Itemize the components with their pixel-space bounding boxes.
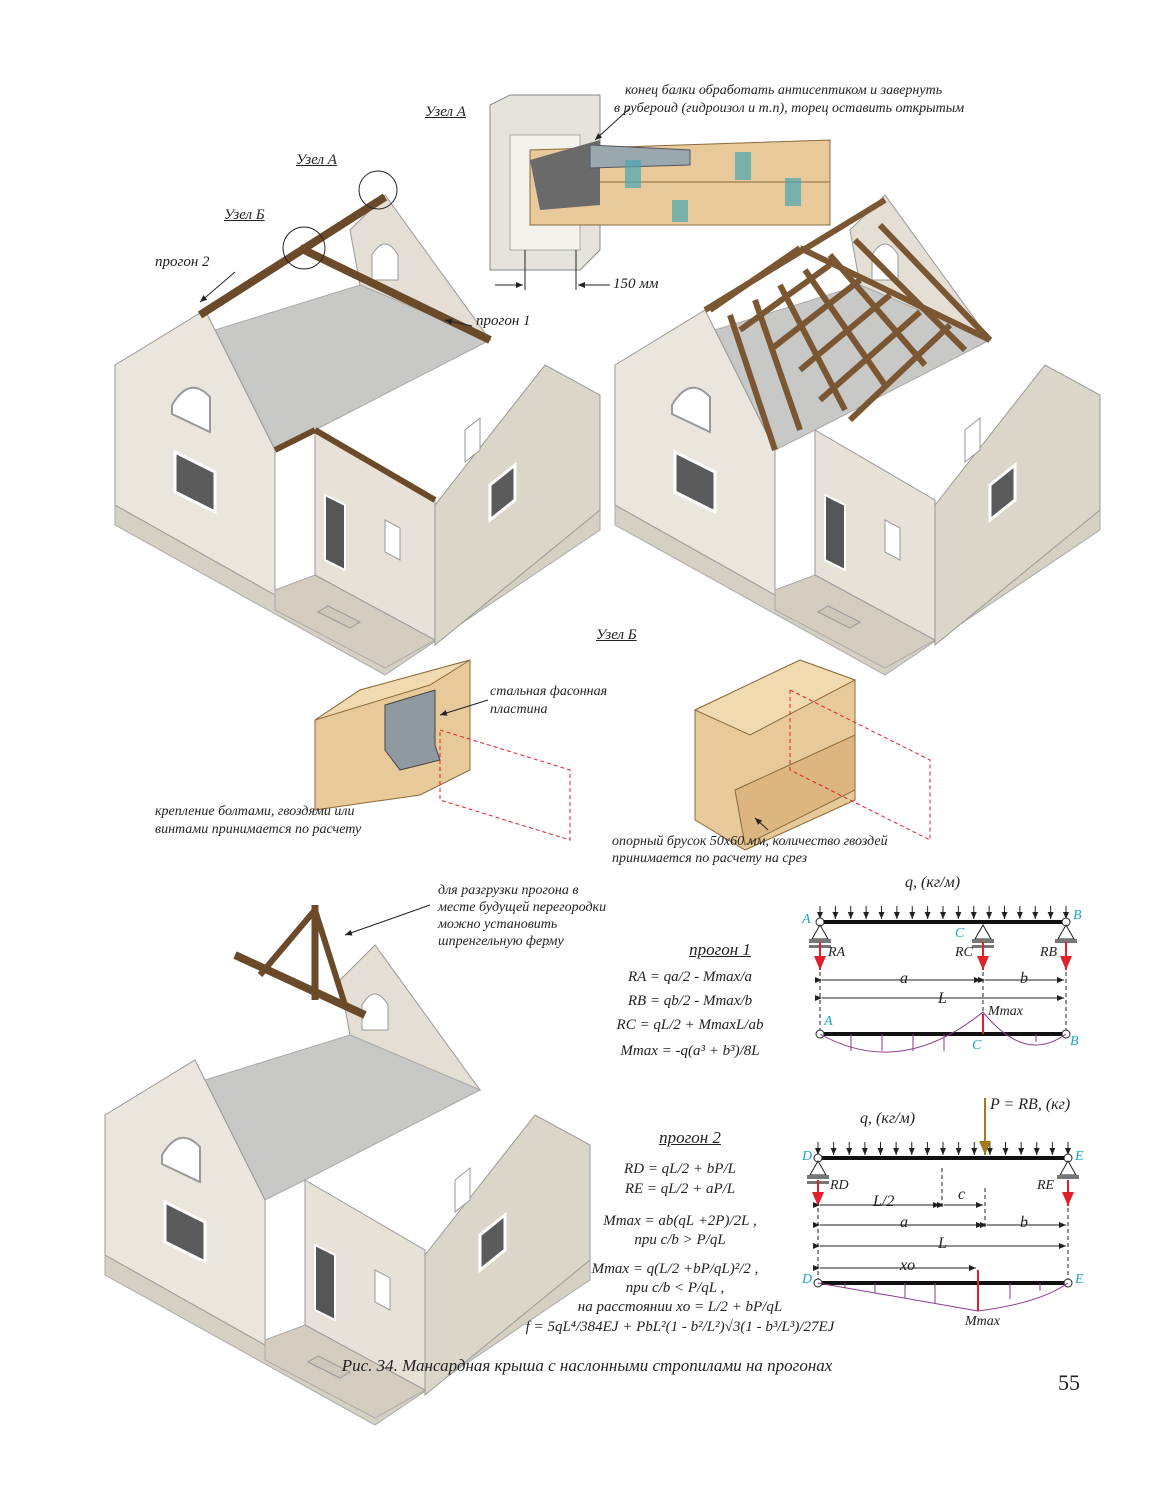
truss-note-2: месте будущей перегородки	[438, 900, 607, 915]
d1-moment-c: C	[972, 1038, 982, 1053]
purlin-1-beam	[298, 244, 492, 344]
d2-point-load-label: P = RB, (кг)	[990, 1096, 1071, 1113]
d1-moment-b: B	[1070, 1034, 1079, 1049]
formula-cond-a: при c/b > P/qL	[634, 1232, 726, 1248]
formula-ra: RA = qa/2 - Mmax/a	[628, 969, 752, 985]
truss-note-4: шпренгельную ферму	[438, 934, 564, 949]
figure-caption: Рис. 34. Мансардная крыша с наслонными с…	[341, 1356, 833, 1375]
d1-dim-b: b	[1020, 970, 1028, 987]
detail-b-title: Узел Б	[596, 627, 637, 643]
purlin-1-diagram	[809, 906, 1077, 1053]
purlin-2-label: прогон 2	[155, 254, 210, 270]
house-with-rafters	[613, 193, 1102, 677]
support	[809, 1159, 827, 1176]
formula-re: RE = qL/2 + aP/L	[624, 1181, 736, 1197]
support	[1057, 923, 1075, 940]
detail-a-drawing	[489, 94, 831, 290]
node-a-circle	[358, 170, 398, 210]
d1-dim-a: a	[900, 970, 908, 987]
d2-dim-c: c	[958, 1186, 966, 1203]
formula-mmax-2a: Mmax = ab(qL +2P)/2L ,	[603, 1213, 757, 1229]
purlin-2-beam	[197, 193, 388, 319]
d2-dim-x0: xo	[900, 1257, 916, 1274]
support-base	[1057, 1175, 1079, 1179]
d2-support-e: E	[1075, 1149, 1084, 1164]
support	[974, 923, 992, 940]
d2-moment-d: D	[802, 1272, 813, 1287]
d1-ra: RA	[828, 945, 846, 960]
detail-a-note-1: конец балки обработать антисептиком и за…	[625, 83, 943, 98]
page-number: 55	[1058, 1370, 1080, 1395]
purlin-2-title: прогон 2	[659, 1128, 721, 1147]
d1-mmax: Mmax	[988, 1004, 1023, 1019]
moment-curve	[819, 1011, 1067, 1053]
d2-dim-l: L	[938, 1235, 947, 1252]
fastening-label-1: крепление болтами, гвоздями или	[155, 804, 355, 819]
detail-a-note-2: в рубероид (гидроизол и т.п), торец оста…	[614, 101, 965, 116]
formula-deflection: f = 5qL⁴/384EJ + PbL²(1 - b²/L²)√3(1 - b…	[525, 1319, 835, 1335]
d2-load-label: q, (кг/м)	[860, 1110, 916, 1127]
formula-rc: RC = qL/2 + MmaxL/ab	[616, 1017, 764, 1033]
d1-support-a: A	[802, 912, 811, 927]
plate-label-2: пластина	[490, 702, 548, 717]
node-a-label: Узел А	[296, 152, 337, 168]
d1-support-c: C	[955, 926, 965, 941]
d2-dim-b: b	[1020, 1214, 1028, 1231]
d1-rc: RC	[955, 945, 973, 960]
node-b-label: Узел Б	[224, 207, 265, 223]
d1-rb: RB	[1040, 945, 1058, 960]
truss-note-3: можно установить	[438, 917, 558, 932]
truss-note-1: для разгрузки прогона в	[438, 883, 579, 898]
d1-moment-a: A	[824, 1014, 833, 1029]
detail-a-dimension: 150 мм	[613, 276, 659, 292]
formula-rb: RB = qb/2 - Mmax/b	[627, 993, 753, 1009]
support-base	[809, 939, 831, 943]
purlin-2-diagram	[807, 1098, 1079, 1312]
support	[811, 923, 829, 940]
formula-x0: на расстоянии xo = L/2 + bP/qL	[577, 1299, 783, 1315]
d2-mmax: Mmax	[965, 1314, 1000, 1329]
d2-rd: RD	[830, 1178, 849, 1193]
plate-label-1: стальная фасонная	[490, 684, 608, 699]
purlin-1-label: прогон 1	[476, 313, 531, 329]
d2-support-d: D	[802, 1149, 813, 1164]
d2-dim-a: a	[900, 1214, 908, 1231]
house-with-truss	[103, 905, 592, 1427]
support-base	[1055, 939, 1077, 943]
formula-mmax-2b: Mmax = q(L/2 +bP/qL)²/2 ,	[591, 1261, 759, 1277]
purlin-1-title: прогон 1	[689, 940, 751, 959]
formula-mmax-1: Mmax = -q(a³ + b³)/8L	[620, 1043, 760, 1059]
d2-moment-e: E	[1075, 1272, 1084, 1287]
fastening-label-2: винтами принимается по расчету	[155, 822, 362, 837]
detail-b-bar-drawing	[693, 659, 931, 851]
detail-b-plate-drawing	[314, 659, 571, 841]
support	[1059, 1159, 1077, 1176]
d1-dim-l: L	[938, 990, 947, 1007]
d1-support-b: B	[1073, 908, 1082, 923]
bar-label-1: опорный брусок 50х60 мм, количество гвоз…	[612, 834, 888, 849]
d2-re: RE	[1037, 1178, 1055, 1193]
moment-curve	[817, 1282, 1069, 1312]
support-base	[972, 939, 994, 943]
node-b-circle	[282, 226, 326, 270]
formula-cond-b: при c/b < P/qL ,	[625, 1280, 725, 1296]
d2-dim-half-l: L/2	[873, 1193, 895, 1210]
formula-rd: RD = qL/2 + bP/L	[624, 1161, 736, 1177]
house-with-purlins	[113, 170, 602, 677]
bar-label-2: принимается по расчету на срез	[612, 851, 808, 866]
support-base	[807, 1175, 829, 1179]
d1-load-label: q, (кг/м)	[905, 874, 961, 891]
detail-a-title: Узел А	[425, 104, 466, 120]
